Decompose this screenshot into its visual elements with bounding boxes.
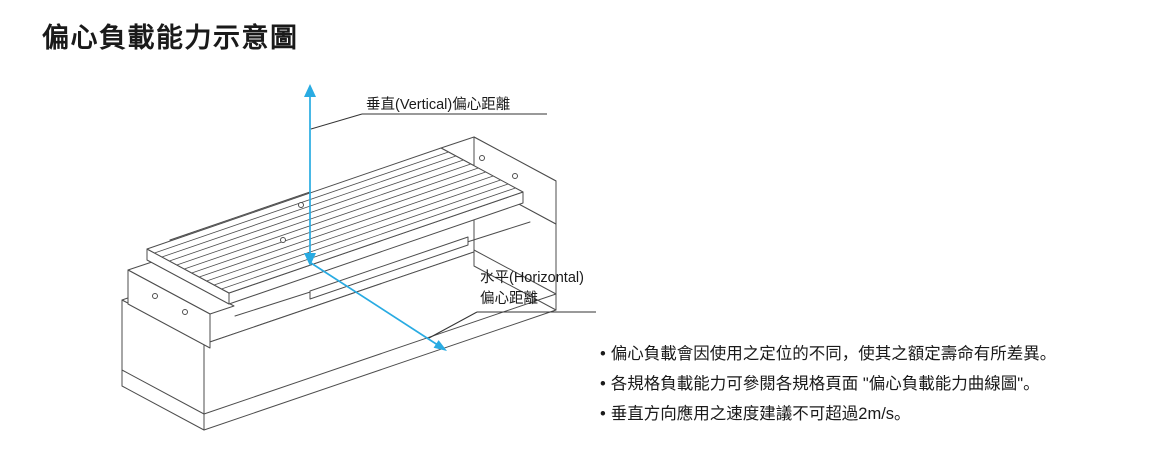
note-text: 偏心負載會因使用之定位的不同，使其之額定壽命有所差異。	[610, 345, 1057, 363]
carriage-hole	[298, 202, 304, 208]
end-cap-screw-hole	[512, 173, 518, 179]
flange-line-front	[203, 293, 557, 415]
down-arrowhead-icon	[304, 253, 316, 266]
ballscrew-cover	[309, 236, 469, 300]
flange-line-left	[121, 369, 205, 415]
stage-top-plate	[146, 147, 524, 305]
horizontal-eccentric-distance-label: 水平(Horizontal) 偏心距離	[480, 268, 584, 310]
notes-list: • 偏心負載會因使用之定位的不同，使其之額定壽命有所差異。 • 各規格負載能力可…	[600, 344, 1056, 434]
end-cap-screw-hole	[479, 155, 485, 161]
vertical-eccentric-arrow	[304, 84, 316, 266]
note-text: 垂直方向應用之速度建議不可超過2m/s。	[610, 405, 911, 423]
top-plate-stripes	[154, 151, 516, 290]
note-item: • 偏心負載會因使用之定位的不同，使其之額定壽命有所差異。	[600, 344, 1056, 365]
flange-line-right	[473, 249, 557, 295]
note-item: • 各規格負載能力可參閱各規格頁面 "偏心負載能力曲線圖"。	[600, 374, 1056, 395]
horizontal-label-line2: 偏心距離	[480, 291, 538, 307]
bullet-icon: •	[600, 375, 606, 393]
stage-left-end-cap	[127, 261, 235, 349]
up-arrowhead-icon	[304, 84, 316, 97]
left-cap-hole	[182, 309, 188, 315]
note-text: 各規格負載能力可參閱各規格頁面 "偏心負載能力曲線圖"。	[610, 375, 1040, 393]
diagonal-arrowhead-icon	[433, 340, 447, 351]
horizontal-label-line1: 水平(Horizontal)	[480, 270, 584, 286]
bullet-icon: •	[600, 345, 606, 363]
linear-stage-drawing	[121, 136, 557, 431]
left-cap-hole	[152, 293, 158, 299]
horizontal-eccentric-arrow	[310, 262, 447, 351]
horizontal-label-leader	[428, 311, 596, 339]
note-item: • 垂直方向應用之速度建議不可超過2m/s。	[600, 404, 1056, 425]
page-title: 偏心負載能力示意圖	[42, 23, 299, 53]
vertical-eccentric-distance-label: 垂直(Vertical)偏心距離	[366, 97, 511, 113]
carriage-hole	[280, 237, 286, 243]
vertical-label-leader	[310, 113, 547, 130]
bullet-icon: •	[600, 405, 606, 423]
